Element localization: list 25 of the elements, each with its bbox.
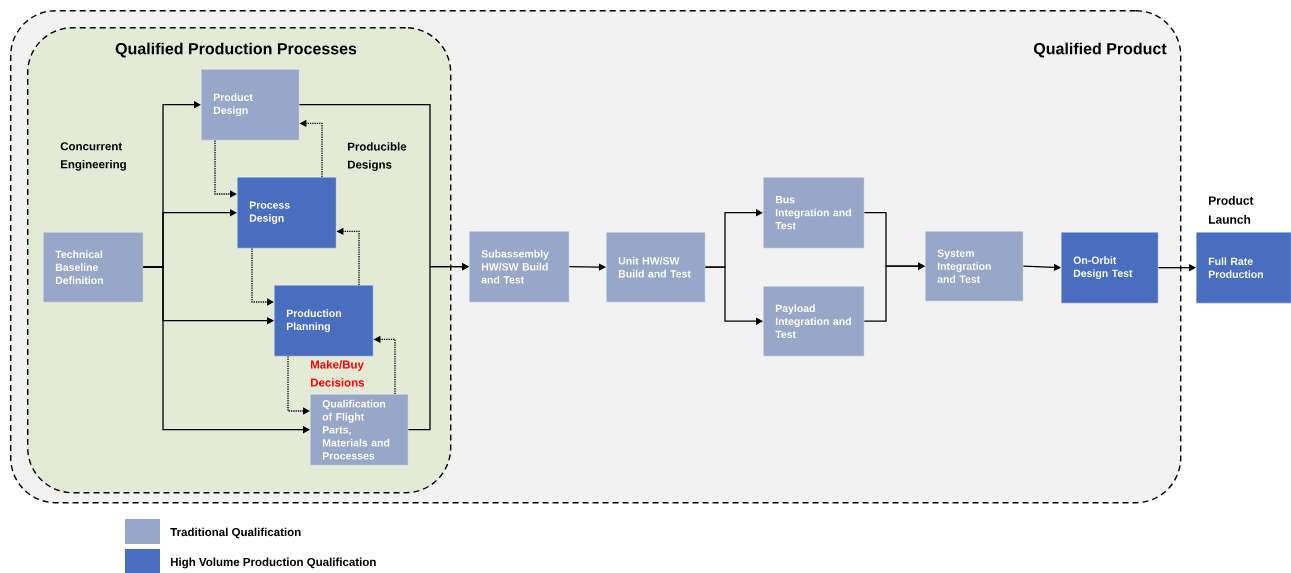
process-box: Unit HW/SW Build and Test bbox=[606, 232, 706, 303]
arrow bbox=[287, 355, 310, 415]
process-box: Process Design bbox=[237, 177, 337, 249]
arrow bbox=[568, 263, 606, 271]
process-box: Full Rate Production bbox=[1196, 232, 1291, 304]
annotation-text: Producible Designs bbox=[348, 142, 407, 171]
arrow bbox=[251, 247, 274, 306]
process-box: Subassembly HW/SW Build and Test bbox=[469, 231, 570, 303]
process-box: On-Orbit Design Test bbox=[1061, 232, 1159, 304]
process-box: Technical Baseline Definition bbox=[43, 232, 144, 303]
legend-text: High Volume Production Qualification bbox=[171, 557, 376, 569]
process-box: Qualification of Flight Parts, Materials and Processes bbox=[310, 394, 409, 466]
legend-text: Traditional Qualification bbox=[170, 527, 301, 539]
process-box: Bus Integration and Test bbox=[763, 177, 865, 249]
box-heading: Product Launch bbox=[1209, 196, 1254, 224]
annotation-text: Make/Buy Decisions bbox=[311, 360, 365, 387]
process-box: Payload Integration and Test bbox=[763, 286, 865, 357]
process-box: System Integration and Test bbox=[925, 231, 1024, 302]
arrow bbox=[407, 263, 469, 431]
annotation-text: Concurrent Engineering bbox=[60, 142, 126, 171]
arrow bbox=[214, 139, 237, 198]
arrow bbox=[704, 266, 763, 325]
arrow bbox=[863, 262, 925, 322]
process-box: Product Design bbox=[201, 69, 300, 141]
process-box: Production Planning bbox=[274, 285, 374, 357]
